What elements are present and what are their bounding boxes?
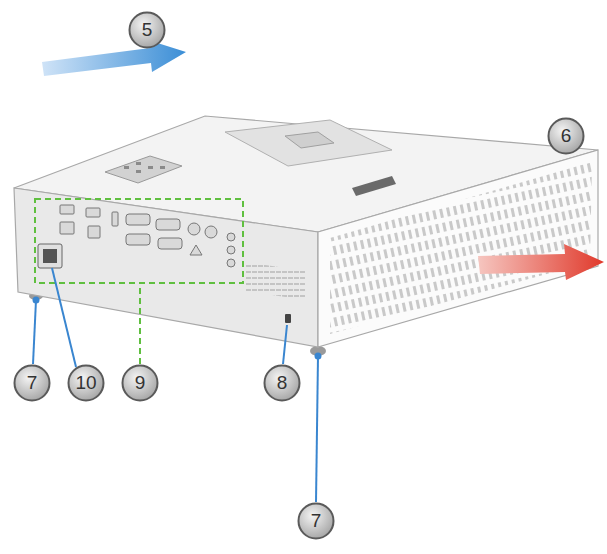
port-leader xyxy=(139,284,141,364)
port-bracket xyxy=(35,199,243,283)
keypad xyxy=(105,156,182,183)
io-ports xyxy=(60,205,235,267)
rear-vents xyxy=(246,262,305,300)
air-intake-arrow xyxy=(42,40,186,76)
callout-circle: 6 xyxy=(547,117,585,155)
callout-circle: 5 xyxy=(128,11,166,49)
callout-circle: 9 xyxy=(121,364,159,402)
side-vents xyxy=(320,150,607,350)
leader-lines xyxy=(33,268,321,502)
callout-number: 6 xyxy=(547,117,585,155)
security-slot xyxy=(285,314,291,323)
callout-number: 7 xyxy=(297,502,335,540)
callout-number: 10 xyxy=(67,364,105,402)
callout-number: 7 xyxy=(13,364,51,402)
callout-circle: 7 xyxy=(13,364,51,402)
power-socket-inner xyxy=(43,249,57,263)
callout-number: 5 xyxy=(128,11,166,49)
callout-circle: 7 xyxy=(297,502,335,540)
rear-face xyxy=(14,188,318,347)
callout-number: 9 xyxy=(121,364,159,402)
top-window xyxy=(225,120,392,166)
callout-number: 8 xyxy=(263,364,301,402)
air-exhaust-arrow xyxy=(478,244,604,280)
lens-cover xyxy=(285,132,334,148)
callout-circle: 10 xyxy=(67,364,105,402)
keypad-buttons xyxy=(124,162,165,173)
power-socket xyxy=(38,244,62,268)
brand-logo xyxy=(352,176,396,196)
callout-circle: 8 xyxy=(263,364,301,402)
